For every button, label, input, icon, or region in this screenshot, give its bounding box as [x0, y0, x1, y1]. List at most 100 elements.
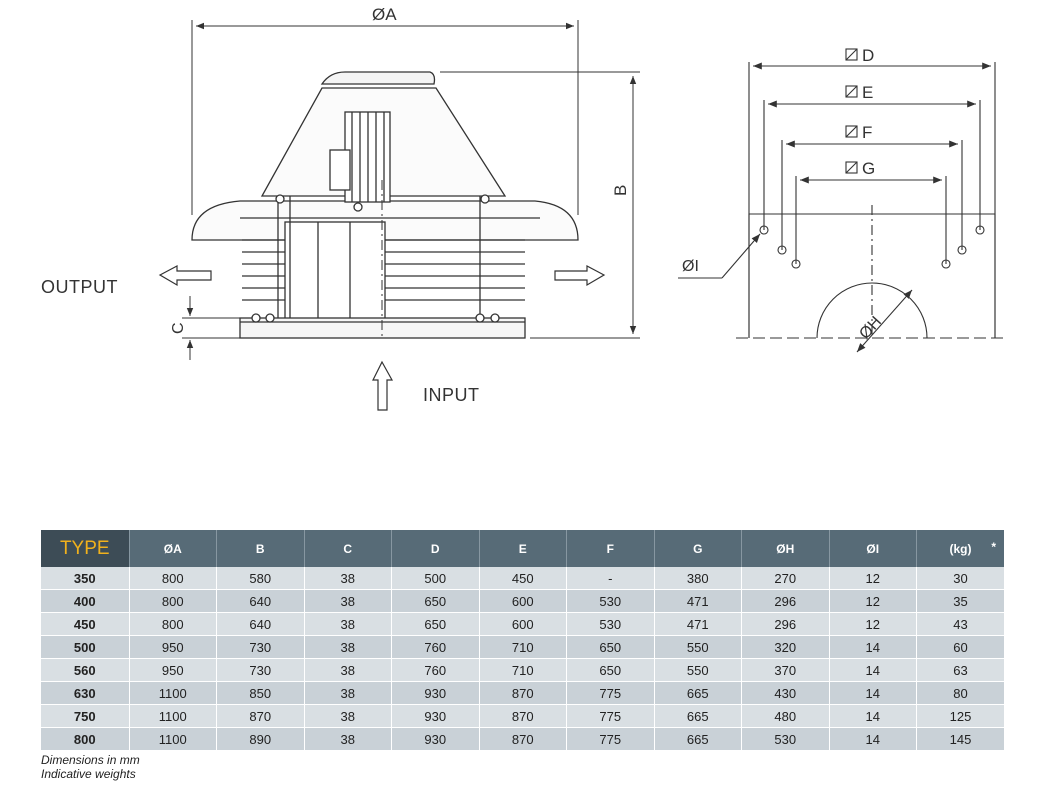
table-cell: 710 [479, 658, 567, 682]
note-weights: Indicative weights [41, 767, 136, 781]
table-cell: 1100 [129, 727, 217, 751]
table-cell: 125 [916, 704, 1004, 728]
row-type-cell: 450 [41, 612, 130, 636]
table-cell: 12 [829, 589, 917, 613]
table-cell: 550 [654, 658, 742, 682]
table-cell: 80 [916, 681, 1004, 705]
table-cell: 800 [129, 567, 217, 590]
table-cell: 600 [479, 612, 567, 636]
output-label: OUTPUT [41, 277, 118, 297]
header-type: TYPE [41, 530, 130, 567]
table-cell: 38 [304, 727, 392, 751]
table-cell: 430 [741, 681, 830, 705]
table-cell: 800 [129, 612, 217, 636]
table-cell: 471 [654, 589, 742, 613]
table-cell: 38 [304, 704, 392, 728]
base-plate-view [678, 48, 1004, 353]
dim-e-label: E [862, 83, 873, 102]
dim-i-label: ØI [682, 258, 699, 275]
table-cell: 14 [829, 727, 917, 751]
row-type-cell: 750 [41, 704, 130, 728]
table-cell: 30 [916, 567, 1004, 590]
header-weight-label: (kg) [949, 541, 972, 556]
table-notes: Dimensions in mm Indicative weights [41, 753, 140, 781]
table-cell: 650 [391, 589, 480, 613]
table-cell: 760 [391, 635, 480, 659]
table-cell: 530 [566, 612, 655, 636]
header-col: B [216, 530, 305, 567]
table-cell: 870 [479, 727, 567, 751]
table-cell: 320 [741, 635, 830, 659]
dim-c-label: C [170, 322, 187, 334]
table-cell: 38 [304, 635, 392, 659]
table-cell: 775 [566, 727, 655, 751]
row-type-cell: 800 [41, 727, 130, 751]
table-cell: 870 [479, 681, 567, 705]
table-cell: 870 [479, 704, 567, 728]
table-cell: 950 [129, 658, 217, 682]
table-cell: 930 [391, 704, 480, 728]
table-cell: 38 [304, 567, 392, 590]
dim-g-label: G [862, 159, 875, 178]
table-cell: 890 [216, 727, 305, 751]
table-cell: 665 [654, 704, 742, 728]
table-cell: 530 [566, 589, 655, 613]
header-weight: (kg) * [916, 530, 1004, 567]
table-cell: 950 [129, 635, 217, 659]
header-col: ØA [129, 530, 217, 567]
header-col: C [304, 530, 392, 567]
table-cell: 471 [654, 612, 742, 636]
header-col: ØH [741, 530, 830, 567]
table-cell: 665 [654, 681, 742, 705]
table-cell: 870 [216, 704, 305, 728]
table-cell: 930 [391, 681, 480, 705]
table-cell: 145 [916, 727, 1004, 751]
table-cell: 650 [566, 658, 655, 682]
table-cell: 665 [654, 727, 742, 751]
table-header-row: TYPE ØA B C D E F G ØH ØI (kg)* [41, 530, 1004, 567]
dim-b-label: B [611, 185, 630, 196]
output-arrow-left [158, 265, 212, 287]
dim-a-label: ØA [372, 5, 397, 24]
table-cell: 650 [566, 635, 655, 659]
table-cell: 296 [741, 612, 830, 636]
table-cell: 38 [304, 658, 392, 682]
input-label: INPUT [423, 385, 480, 405]
table-cell: - [566, 567, 655, 590]
table-cell: 650 [391, 612, 480, 636]
table-cell: 35 [916, 589, 1004, 613]
table-cell: 600 [479, 589, 567, 613]
table-cell: 480 [741, 704, 830, 728]
table-cell: 370 [741, 658, 830, 682]
table-cell: 550 [654, 635, 742, 659]
header-col: G [654, 530, 742, 567]
input-arrow [372, 360, 394, 411]
table-cell: 12 [829, 567, 917, 590]
table-cell: 640 [216, 612, 305, 636]
table-cell: 12 [829, 612, 917, 636]
table-cell: 43 [916, 612, 1004, 636]
dimension-lines-side [182, 20, 640, 360]
row-type-cell: 560 [41, 658, 130, 682]
row-type-cell: 400 [41, 589, 130, 613]
table-cell: 930 [391, 727, 480, 751]
table-cell: 38 [304, 589, 392, 613]
header-col: ØI [829, 530, 917, 567]
table-cell: 1100 [129, 681, 217, 705]
weight-asterisk: * [991, 540, 996, 554]
table-cell: 710 [479, 635, 567, 659]
table-cell: 450 [479, 567, 567, 590]
table-cell: 775 [566, 704, 655, 728]
table-cell: 14 [829, 635, 917, 659]
row-type-cell: 630 [41, 681, 130, 705]
header-col: F [566, 530, 655, 567]
